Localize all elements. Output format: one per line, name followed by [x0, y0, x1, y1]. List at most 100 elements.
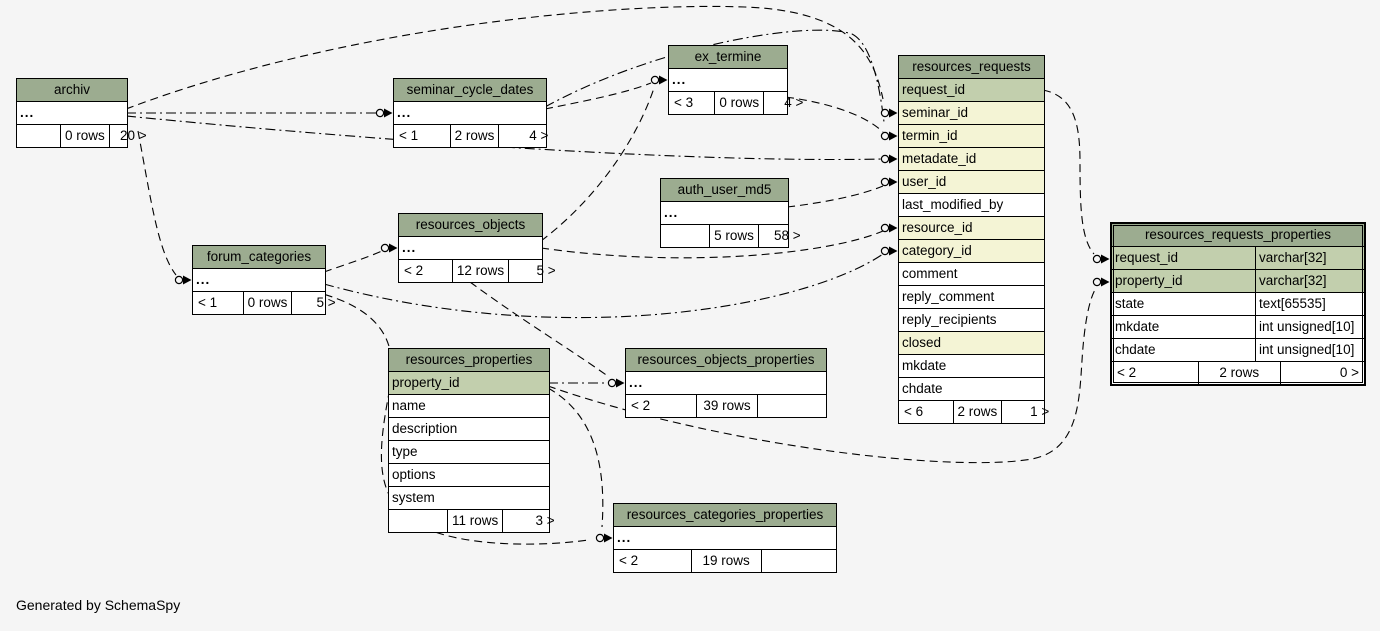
- column-resources_requests-user_id: user_id: [899, 171, 1044, 194]
- table-title-resources_requests[interactable]: resources_requests: [899, 56, 1044, 79]
- column-resources_requests-request_id: request_id: [899, 79, 1044, 102]
- collapsed-columns-resources_categories_properties: ...: [614, 527, 836, 550]
- column-resources_properties-options: options: [389, 464, 549, 487]
- cardinality-circle-icon: [650, 75, 660, 85]
- children-count: 5 >: [536, 263, 556, 278]
- row-count: 0 rows: [244, 292, 293, 314]
- row-count: 2 rows: [451, 125, 500, 147]
- cardinality-circle-icon: [880, 246, 890, 256]
- relationship-line-archiv-to-forum_categories: [137, 130, 177, 276]
- relationship-line-resources_objects-to-ex_termine: [540, 87, 655, 242]
- column-name: ...: [402, 240, 417, 255]
- arrowhead-icon: [889, 108, 898, 118]
- cardinality-circle-icon: [880, 108, 890, 118]
- column-resources_properties-system: system: [389, 487, 549, 510]
- children-count: 58 >: [774, 228, 801, 243]
- row-count: 19 rows: [692, 550, 762, 572]
- table-title-resources_objects[interactable]: resources_objects: [399, 214, 542, 237]
- column-type: varchar[32]: [1255, 247, 1364, 269]
- collapsed-columns-seminar_cycle_dates: ...: [394, 102, 546, 125]
- column-name: ...: [20, 105, 35, 120]
- table-title-auth_user_md5[interactable]: auth_user_md5: [661, 179, 788, 202]
- children-count: 20 >: [120, 128, 147, 143]
- table-title-resources_categories_properties[interactable]: resources_categories_properties: [614, 504, 836, 527]
- column-name: system: [392, 490, 435, 505]
- arrowhead-icon: [659, 75, 668, 85]
- relationship-line-seminar_cycle_dates-to-ex_termine: [544, 82, 652, 110]
- arrowhead-icon: [604, 533, 613, 543]
- connector-resources_requests-seminar_id: [880, 108, 898, 118]
- column-name: request_id: [902, 82, 966, 97]
- column-type: varchar[32]: [1255, 270, 1364, 292]
- children-count: 1 >: [1030, 404, 1050, 419]
- arrowhead-icon: [616, 378, 625, 388]
- column-resources_requests_properties-property_id: property_id varchar[32]: [1112, 270, 1364, 293]
- collapsed-columns-archiv: ...: [17, 102, 127, 125]
- table-title-resources_objects_properties[interactable]: resources_objects_properties: [626, 349, 826, 372]
- column-name: mkdate: [1115, 319, 1160, 334]
- table-title-archiv[interactable]: archiv: [17, 79, 127, 102]
- relationship-line-forum_categories-to-resources_requests-category_id: [323, 253, 884, 319]
- connector-resources_requests-user_id: [880, 177, 898, 187]
- arrowhead-icon: [183, 275, 192, 285]
- row-count: 2 rows: [1199, 362, 1281, 384]
- column-resources_requests-termin_id: termin_id: [899, 125, 1044, 148]
- row-count: 12 rows: [453, 260, 510, 282]
- relationship-line-resources_objects-to-resources_requests-resource_id: [540, 230, 884, 259]
- column-name: ...: [672, 72, 687, 87]
- column-resources_properties-property_id: property_id: [389, 372, 549, 395]
- column-resources_requests-comment: comment: [899, 263, 1044, 286]
- column-name: comment: [902, 266, 958, 281]
- parents-count: < 1: [193, 292, 244, 314]
- cardinality-circle-icon: [880, 131, 890, 141]
- children-count: 3 >: [535, 513, 555, 528]
- row-count: 11 rows: [448, 510, 504, 532]
- column-name: description: [392, 421, 458, 436]
- column-name: type: [392, 444, 418, 459]
- arrowhead-icon: [889, 246, 898, 256]
- cardinality-circle-icon: [380, 243, 390, 253]
- parents-count: [661, 225, 711, 247]
- relationship-line-forum_categories-to-resources_objects: [323, 250, 383, 273]
- column-name: property_id: [1115, 273, 1183, 288]
- column-name: ...: [664, 205, 679, 220]
- column-resources_requests-seminar_id: seminar_id: [899, 102, 1044, 125]
- table-title-forum_categories[interactable]: forum_categories: [193, 246, 325, 269]
- children-count: 4 >: [529, 128, 549, 143]
- table-title-resources_properties[interactable]: resources_properties: [389, 349, 549, 372]
- parents-count: [389, 510, 448, 532]
- connector-resources_requests-category_id: [880, 246, 898, 256]
- collapsed-columns-resources_objects: ...: [399, 237, 542, 260]
- column-name: property_id: [392, 375, 460, 390]
- table-title-seminar_cycle_dates[interactable]: seminar_cycle_dates: [394, 79, 546, 102]
- column-type: int unsigned[10]: [1255, 339, 1364, 361]
- column-name: resource_id: [902, 220, 973, 235]
- row-count: 0 rows: [715, 92, 765, 114]
- column-type: text[65535]: [1255, 293, 1364, 315]
- table-title-ex_termine[interactable]: ex_termine: [669, 46, 787, 69]
- column-name: name: [392, 398, 426, 413]
- connector-resources_requests-metadate_id: [880, 154, 898, 164]
- column-name: options: [392, 467, 436, 482]
- table-stats-resources_properties: 11 rows 3 >: [389, 510, 555, 532]
- relationship-line-auth_user_md5-to-resources_requests-user_id: [786, 185, 884, 208]
- parents-count: < 3: [669, 92, 716, 114]
- table-title-resources_requests_properties[interactable]: resources_requests_properties: [1112, 224, 1364, 247]
